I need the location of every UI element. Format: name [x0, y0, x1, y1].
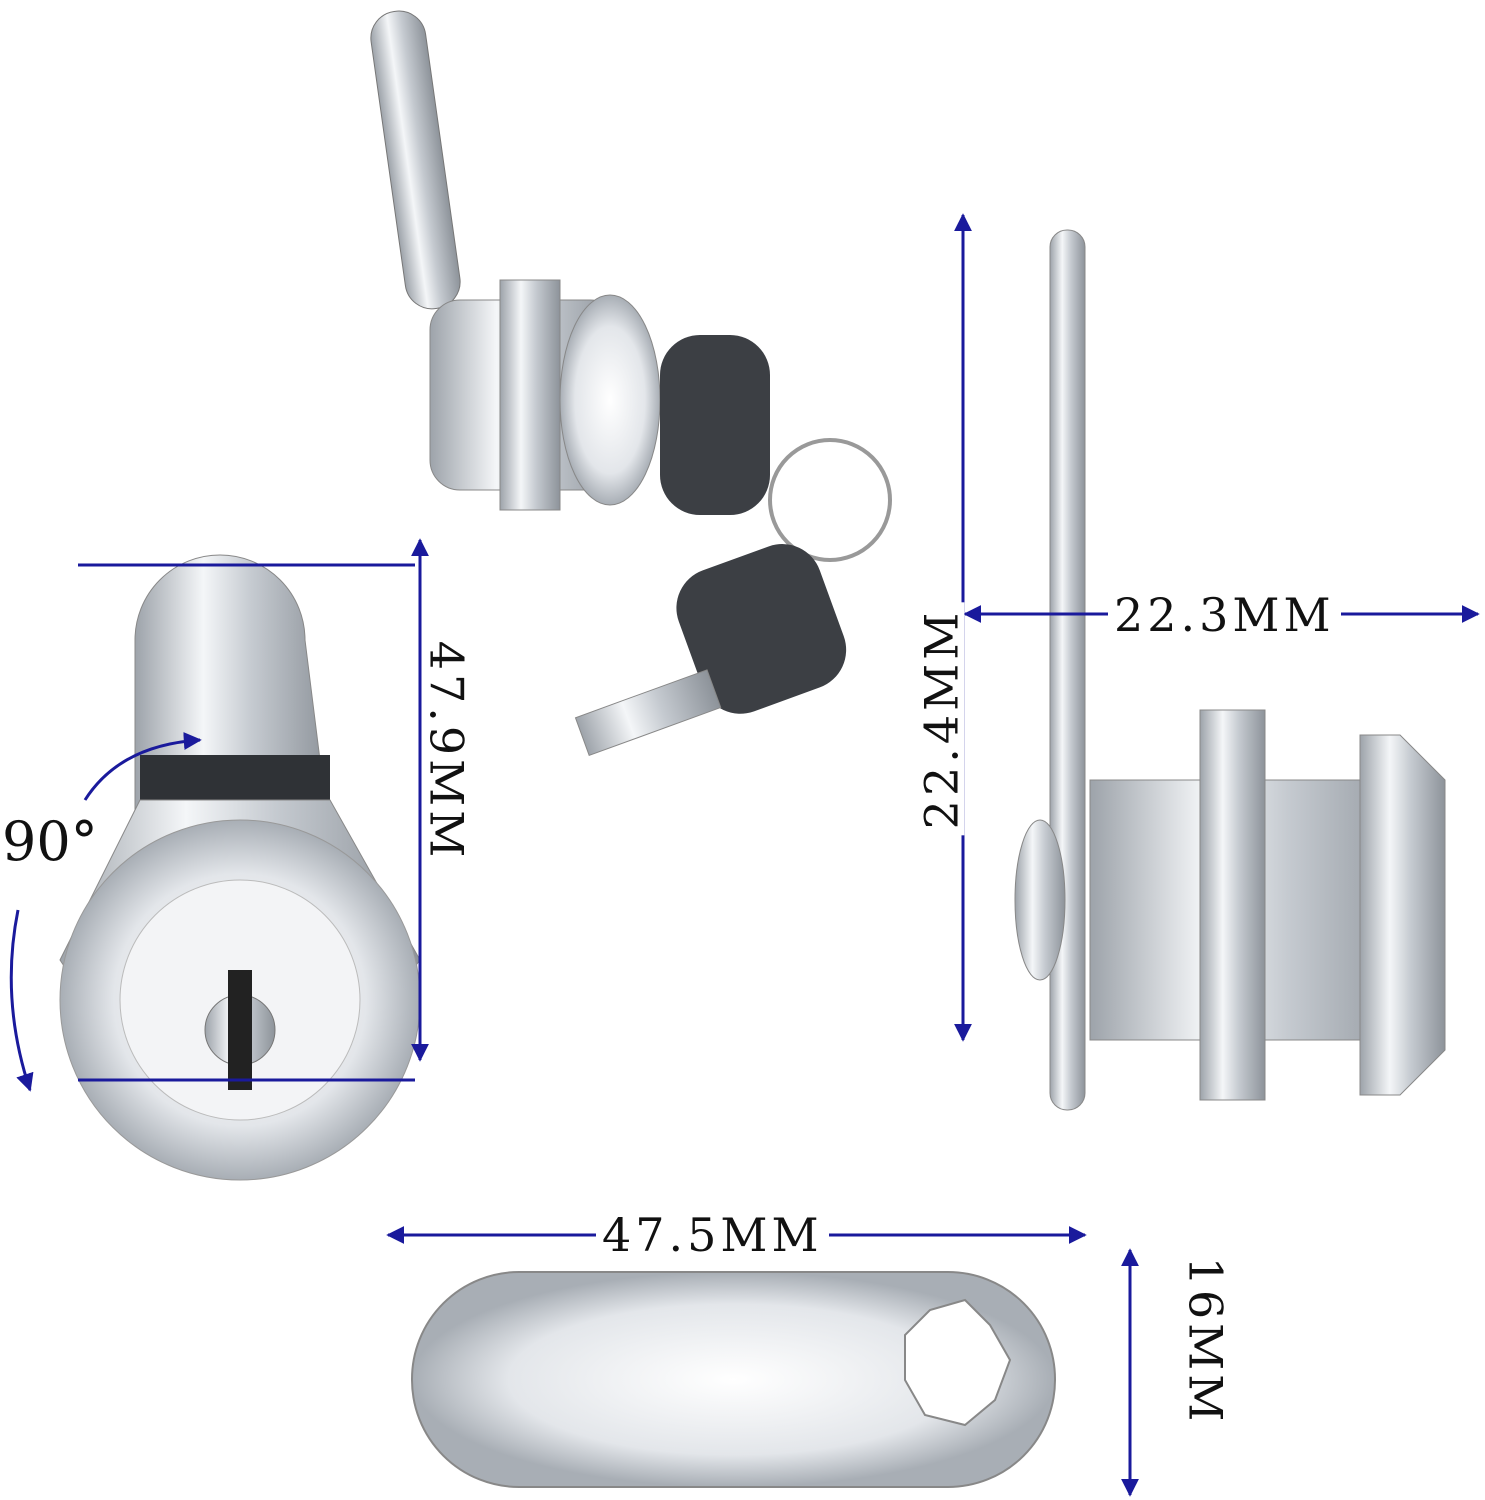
side-height-label: 22.4MM: [914, 602, 968, 836]
lock-with-keys-illustration: [370, 10, 892, 757]
side-width-label: 22.3MM: [1108, 592, 1341, 638]
rotation-angle-label: 90°: [2, 810, 98, 873]
cam-plate-illustration: [411, 1271, 1056, 1488]
lock-height-label: 47.9MM: [419, 634, 473, 868]
lock-side-view-illustration: [1014, 229, 1446, 1111]
lock-front-view-illustration: [59, 554, 421, 1181]
rotation-arrow-bottom: [9, 909, 34, 1092]
cam-width-label: 16MM: [1178, 1256, 1233, 1426]
rotation-arrow-top: [83, 732, 202, 801]
cam-length-label: 47.5MM: [596, 1212, 829, 1258]
